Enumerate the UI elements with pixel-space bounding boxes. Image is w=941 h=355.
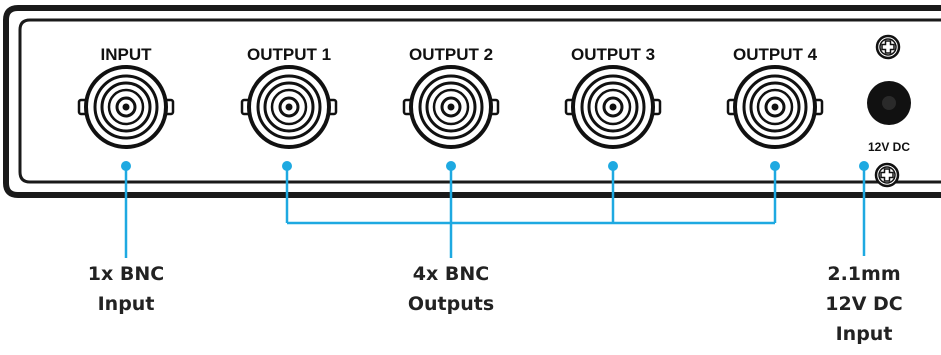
callout-dot-output-1 [282, 161, 292, 171]
callout-dot-input [121, 161, 131, 171]
callout-dot-output-3 [608, 161, 618, 171]
callout-dot-power [859, 161, 869, 171]
callout-lines [124, 166, 866, 258]
callout-input-line-1: 1x BNC [88, 263, 164, 285]
callout-dot-output-2 [446, 161, 456, 171]
bnc-connector-output-1 [240, 65, 338, 149]
port-label-output-4: OUTPUT 4 [733, 45, 818, 64]
screw-top-icon [875, 34, 901, 60]
port-label-output-2: OUTPUT 2 [409, 45, 493, 64]
bnc-connector-input [77, 65, 175, 149]
callout-outputs-line-1: 4x BNC [413, 263, 489, 285]
callout-power-line-3: Input [836, 323, 893, 345]
bnc-connector-output-2 [402, 65, 500, 149]
port-label-input: INPUT [101, 45, 153, 64]
callout-dot-output-4 [770, 161, 780, 171]
callout-power-line-1: 2.1mm [827, 263, 900, 285]
port-label-output-3: OUTPUT 3 [571, 45, 655, 64]
bnc-connector-output-3 [564, 65, 662, 149]
callout-power-line-2: 12V DC [825, 293, 902, 315]
screw-bottom-icon [874, 162, 900, 188]
callout-dots [121, 161, 869, 171]
power-jack-label: 12V DC [868, 140, 910, 154]
dc-power-jack [867, 81, 911, 125]
port-label-output-1: OUTPUT 1 [247, 45, 331, 64]
bnc-connector-output-4 [726, 65, 824, 149]
callout-outputs-line-2: Outputs [408, 293, 494, 315]
device-rear-panel [3, 5, 941, 198]
callout-input-line-2: Input [98, 293, 155, 315]
